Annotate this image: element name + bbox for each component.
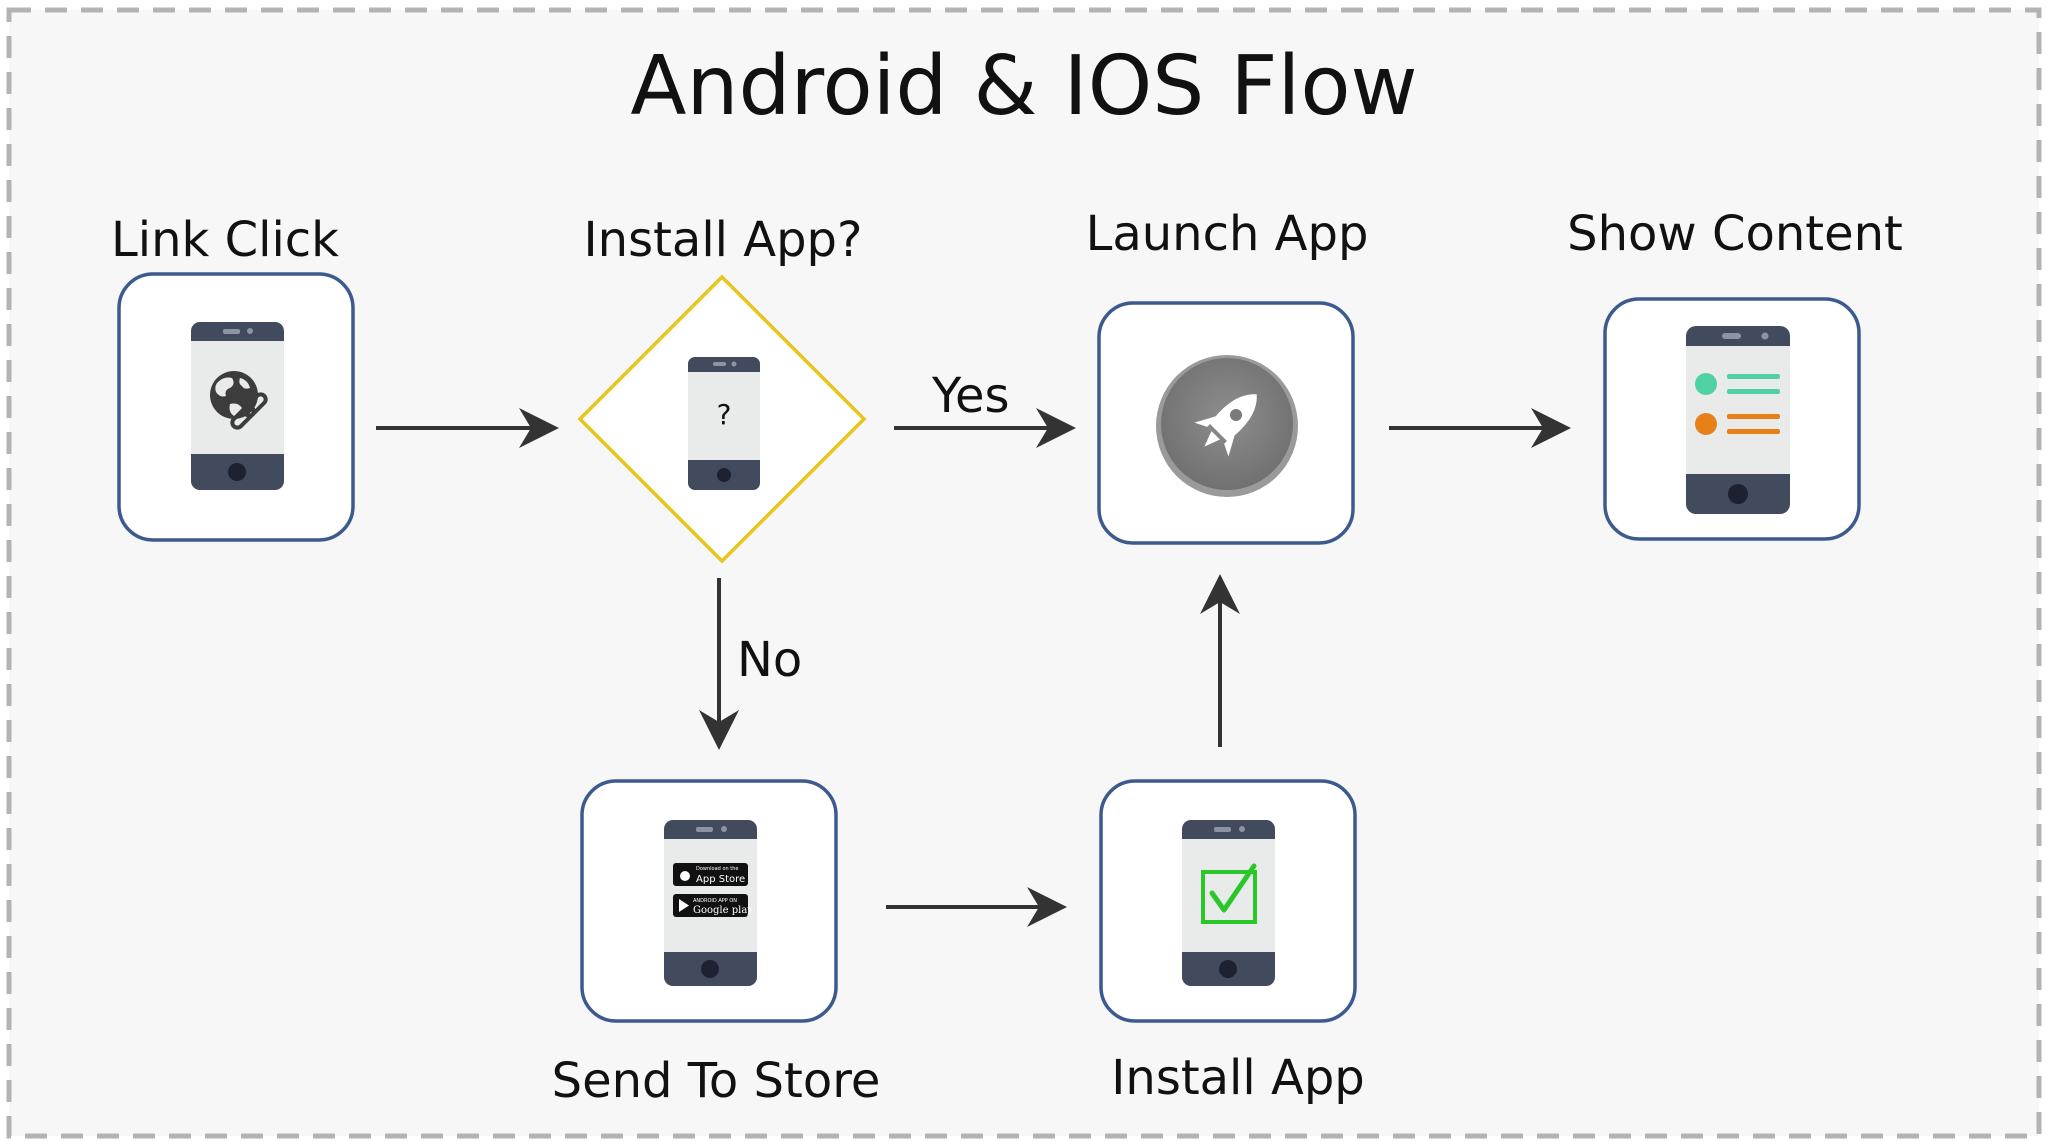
svg-text:ANDROID APP ON: ANDROID APP ON (693, 898, 737, 904)
node-launch-app (1097, 301, 1355, 545)
google-play-badge: ANDROID APP ON Google play (673, 894, 753, 917)
diagram-title: Android & IOS Flow (630, 39, 1418, 134)
label-launch-app: Launch App (1085, 206, 1369, 262)
node-show-content (1603, 297, 1861, 541)
edge-label-yes: Yes (932, 368, 1010, 424)
label-install-app-question: Install App? (583, 212, 863, 268)
app-store-badge: Download on the App Store (673, 863, 748, 886)
label-link-click: Link Click (111, 212, 339, 268)
svg-text:Google play: Google play (693, 905, 753, 916)
label-send-to-store: Send To Store (551, 1053, 881, 1109)
edge-label-no: No (737, 632, 803, 688)
svg-text:Download on the: Download on the (696, 866, 738, 872)
node-install-app-question: ? (577, 274, 867, 564)
node-send-to-store: Download on the App Store ANDROID APP ON… (580, 779, 838, 1023)
phone-icon (688, 357, 760, 490)
label-show-content: Show Content (1567, 206, 1903, 262)
label-install-app: Install App (1111, 1050, 1365, 1106)
rocket-icon (1156, 355, 1298, 497)
checkbox-check-icon (1201, 863, 1257, 924)
node-install-app (1099, 779, 1357, 1023)
diagram-frame (6, 7, 2042, 1139)
question-mark: ? (717, 398, 732, 431)
globe-link-icon (210, 371, 268, 430)
svg-text:App Store: App Store (696, 874, 745, 885)
phone-icon (1686, 326, 1790, 514)
content-list-icon (1695, 373, 1780, 435)
node-link-click (117, 272, 355, 542)
